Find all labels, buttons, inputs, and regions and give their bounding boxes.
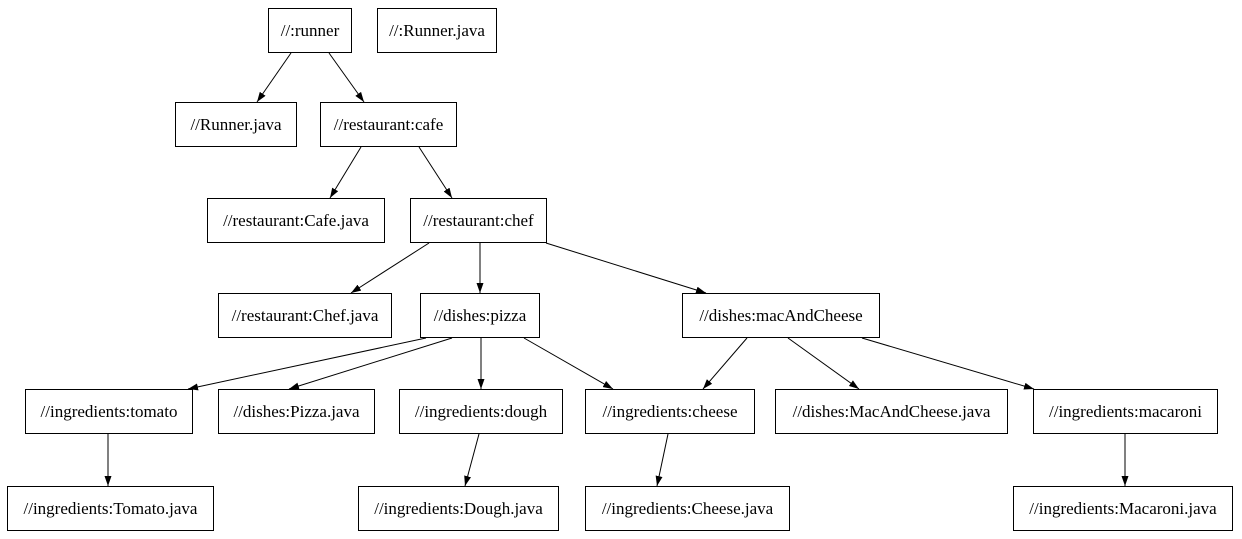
graph-node-cafe-java: //restaurant:Cafe.java [207,198,385,243]
graph-node-mac-and-cheese-java: //dishes:MacAndCheese.java [775,389,1008,434]
graph-node-label: //ingredients:Dough.java [374,499,543,518]
graph-node-label: //:Runner.java [389,21,485,40]
graph-node-dough: //ingredients:dough [399,389,563,434]
graph-node-label: //ingredients:tomato [40,402,178,421]
graph-node-pizza: //dishes:pizza [420,293,540,338]
graph-edge-cheese-to-cheese-java [655,433,669,487]
graph-node-runner-src: //:Runner.java [377,8,497,53]
graph-edge-chef-to-chef-java [350,242,430,294]
graph-node-chef: //restaurant:chef [410,198,547,243]
graph-node-label: //Runner.java [190,115,282,134]
graph-edge-chef-to-mac-and-cheese [545,242,707,294]
graph-node-tomato-java: //ingredients:Tomato.java [7,486,214,531]
graph-node-label: //ingredients:Macaroni.java [1029,499,1217,518]
graph-edge-pizza-to-tomato [187,337,427,391]
graph-node-label: //dishes:Pizza.java [233,402,360,421]
graph-node-label: //ingredients:dough [414,402,548,421]
graph-node-label: //ingredients:Tomato.java [23,499,198,518]
graph-node-cheese: //ingredients:cheese [585,389,755,434]
graph-node-dough-java: //ingredients:Dough.java [358,486,559,531]
graph-edge-mac-and-cheese-to-macaroni [861,337,1035,390]
graph-node-cheese-java: //ingredients:Cheese.java [585,486,790,531]
graph-node-label: //restaurant:cafe [333,115,444,134]
graph-edge-cafe-to-chef [418,146,453,199]
graph-node-macaroni-java: //ingredients:Macaroni.java [1013,486,1233,531]
graph-edge-runner-to-cafe [328,52,365,103]
graph-node-pizza-java: //dishes:Pizza.java [218,389,375,434]
graph-node-label: //restaurant:Cafe.java [223,211,369,230]
graph-node-label: //ingredients:cheese [602,402,738,421]
graph-edge-pizza-to-pizza-java [288,337,453,390]
graph-node-label: //ingredients:macaroni [1049,402,1202,421]
graph-node-label: //restaurant:Chef.java [231,306,379,325]
graph-node-label: //dishes:macAndCheese [699,306,863,325]
graph-edge-runner-to-runner-java [256,52,292,103]
graph-node-label: //restaurant:chef [423,211,534,230]
graph-node-cafe: //restaurant:cafe [320,102,457,147]
graph-node-runner: //:runner [268,8,352,53]
graph-edge-cafe-to-cafe-java [329,146,362,199]
graph-node-label: //ingredients:Cheese.java [601,499,774,518]
graph-node-label: //dishes:MacAndCheese.java [792,402,991,421]
graph-edge-dough-to-dough-java [464,433,480,487]
graph-node-mac-and-cheese: //dishes:macAndCheese [682,293,880,338]
graph-edge-mac-and-cheese-to-mac-and-cheese-java [787,337,860,390]
graph-node-runner-java: //Runner.java [175,102,297,147]
graph-node-chef-java: //restaurant:Chef.java [218,293,392,338]
graph-edge-mac-and-cheese-to-cheese [702,337,748,390]
graph-node-tomato: //ingredients:tomato [25,389,193,434]
graph-node-label: //dishes:pizza [433,306,527,325]
graph-edge-pizza-to-cheese [523,337,614,390]
graph-node-macaroni: //ingredients:macaroni [1033,389,1218,434]
graph-node-label: //:runner [280,21,340,40]
